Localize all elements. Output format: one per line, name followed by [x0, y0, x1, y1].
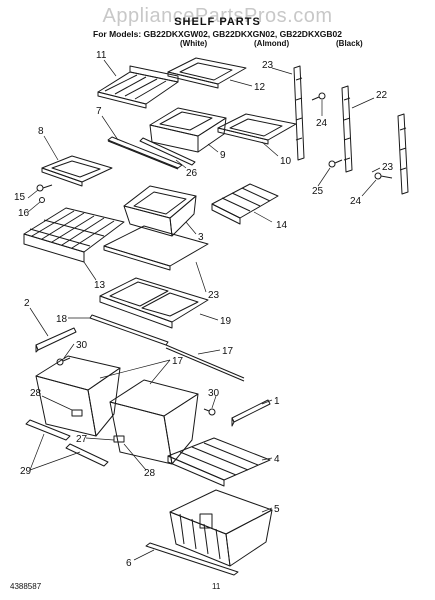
- callout-18: 17: [222, 346, 234, 357]
- page-number: 11: [212, 582, 221, 591]
- part-22-rail: [341, 85, 353, 173]
- part-7-rail: [107, 136, 183, 170]
- callout-9: 9: [220, 150, 226, 161]
- part-4-wire-shelf: [167, 437, 271, 487]
- callout-24a: 24: [316, 118, 328, 129]
- callout-3: 3: [198, 232, 204, 243]
- callout-5: 5: [274, 504, 280, 515]
- part-13-wire-shelf: [23, 207, 125, 263]
- part-29-handles: [25, 419, 109, 467]
- callout-17: 17: [172, 356, 184, 367]
- page-title: SHELF PARTS: [174, 16, 261, 28]
- callout-25: 25: [312, 186, 324, 197]
- part-26-rail: [139, 137, 196, 166]
- callout-6: 6: [126, 558, 132, 569]
- callout-12: 12: [254, 82, 266, 93]
- part-24-25-screws: [311, 92, 393, 180]
- part-30-screw: [56, 357, 71, 366]
- part-23-rails: [293, 65, 409, 195]
- watermark-text: AppliancePartsPros.com: [102, 5, 333, 27]
- callout-30b: 30: [208, 388, 220, 399]
- callout-23a: 23: [262, 60, 274, 71]
- part-8-shelf: [41, 155, 113, 187]
- model-list: For Models: GB22DKXGW02, GB22DKXGN02, GB…: [93, 29, 342, 39]
- part-12-shelf: [167, 57, 247, 89]
- part-2-bracket: [35, 327, 77, 353]
- callout-8: 8: [38, 126, 44, 137]
- part-11-shelf: [97, 65, 179, 109]
- callout-28a: 28: [30, 388, 42, 399]
- part-14-tray: [211, 183, 279, 225]
- callout-labels: 11 12 23 24 22 7 8 9 10 26 15 16 25 23 2…: [14, 50, 394, 569]
- callout-22: 22: [376, 90, 388, 101]
- doc-number: 4388587: [10, 582, 42, 591]
- callout-29: 29: [20, 466, 32, 477]
- callout-19: 18: [56, 314, 68, 325]
- part-20-cover: [99, 277, 209, 329]
- variant-almond: (Almond): [254, 39, 290, 48]
- callout-26: 26: [186, 168, 198, 179]
- part-10-shelf: [217, 113, 297, 145]
- part-17-drawers: [35, 355, 199, 465]
- callout-4: 4: [274, 454, 280, 465]
- leader-lines: [27, 59, 381, 561]
- callout-15: 15: [14, 192, 26, 203]
- callout-1: 1: [274, 396, 280, 407]
- variant-white: (White): [180, 39, 208, 48]
- callout-30a: 30: [76, 340, 88, 351]
- callout-10: 10: [280, 156, 292, 167]
- part-1-bracket: [203, 399, 271, 427]
- callout-2: 2: [24, 298, 30, 309]
- callout-27: 27: [76, 434, 88, 445]
- callout-14: 14: [276, 220, 288, 231]
- callout-16: 16: [18, 208, 30, 219]
- callout-11: 11: [96, 50, 107, 61]
- callout-7: 7: [96, 106, 102, 117]
- callout-23b: 23: [382, 162, 394, 173]
- part-28-clips: [71, 409, 125, 443]
- part-21-glass: [103, 225, 209, 271]
- callout-21: 23: [208, 290, 220, 301]
- part-9-pan: [149, 107, 227, 153]
- part-3-drawer: [123, 185, 197, 237]
- part-18-rod: [165, 344, 245, 382]
- callout-28b: 28: [144, 468, 156, 479]
- part-5-basket: [169, 489, 273, 567]
- part-15-16-screws: [36, 184, 53, 203]
- variant-black: (Black): [336, 39, 363, 48]
- callout-13: 13: [94, 280, 106, 291]
- callout-20: 19: [220, 316, 232, 327]
- part-19-rail: [89, 314, 169, 346]
- callout-24b: 24: [350, 196, 362, 207]
- part-6-rail: [145, 542, 239, 576]
